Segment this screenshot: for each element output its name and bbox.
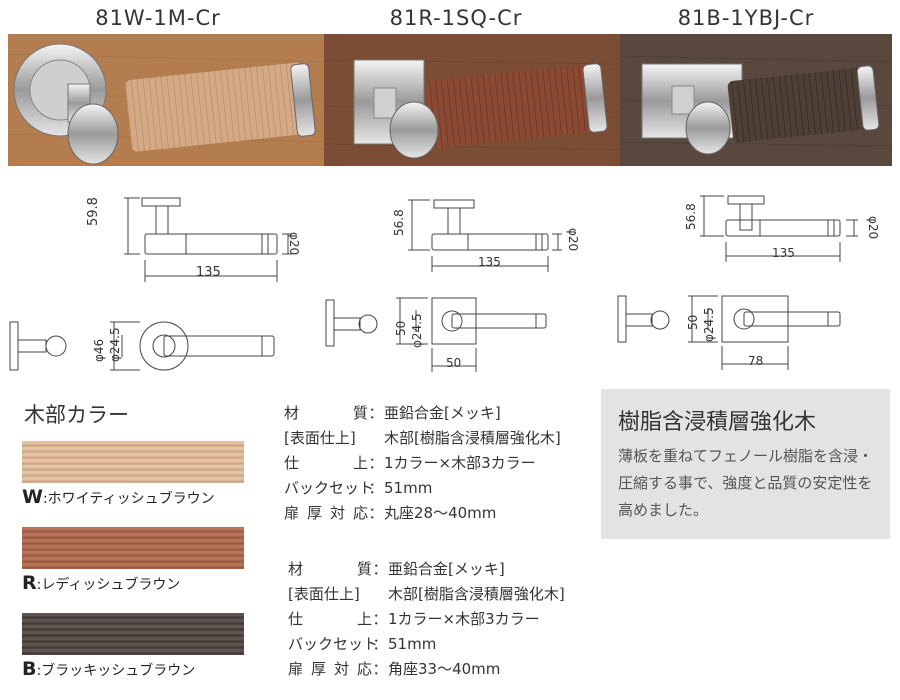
spec1-finish-key: 仕 上 bbox=[284, 454, 368, 472]
swatch-w bbox=[22, 441, 244, 483]
swatch-r bbox=[22, 527, 244, 569]
swatch-b bbox=[22, 613, 244, 655]
dim-1-rose: φ46 bbox=[92, 338, 106, 362]
info-box: 樹脂含浸積層強化木 薄板を重ねてフェノール樹脂を含浸・圧縮する事で、強度と品質の… bbox=[601, 389, 890, 539]
spec2-colon: ： bbox=[372, 560, 388, 578]
spec2-door-key: 扉厚対応 bbox=[288, 660, 372, 678]
dim-1-phi: φ20 bbox=[287, 232, 301, 256]
spec2-material-val: 亜鉛合金[メッキ] bbox=[388, 560, 505, 578]
swatch-r-letter: R bbox=[22, 572, 37, 594]
dim-2-plate-w: 50 bbox=[446, 356, 462, 370]
drawing-2-side bbox=[408, 199, 562, 272]
dim-3-length: 135 bbox=[772, 246, 795, 260]
spec2-colon: ： bbox=[372, 660, 388, 678]
spec1-material-key: 材 質 bbox=[284, 404, 368, 422]
swatch-w-name: :ホワイティッシュブラウン bbox=[42, 491, 215, 507]
spec2-surface-key: [表面仕上] bbox=[288, 585, 360, 603]
spec2-door-val: 角座33～40mm bbox=[388, 660, 501, 678]
spec1-colon: ： bbox=[368, 454, 384, 472]
dim-2-length: 135 bbox=[478, 255, 501, 269]
spec2-backset-key: バックセット bbox=[288, 635, 379, 653]
spec2-material-key: 材 質 bbox=[288, 560, 372, 578]
spec2-colon: ： bbox=[372, 610, 388, 628]
product-photo-3 bbox=[620, 34, 892, 166]
drawing-1-front bbox=[9, 321, 275, 371]
drawing-3-side bbox=[700, 195, 858, 262]
spec1-door-val: 丸座28～40mm bbox=[384, 504, 497, 522]
dim-3-inner: φ24.5 bbox=[702, 307, 716, 342]
dim-3-plate-w: 78 bbox=[748, 354, 764, 368]
spec1-colon: ： bbox=[368, 479, 384, 497]
model-title-3: 81B-1YBJ-Cr bbox=[677, 6, 815, 30]
swatch-w-letter: W bbox=[22, 486, 43, 508]
spec2-backset-val: 51mm bbox=[388, 635, 437, 653]
swatch-b-name: :ブラッキッシュブラウン bbox=[36, 663, 196, 679]
spec1-surface-val: 木部[樹脂含浸積層強化木] bbox=[384, 429, 561, 447]
spec1-finish-val: 1カラー×木部3カラー bbox=[384, 454, 536, 472]
spec1-colon: ： bbox=[368, 404, 384, 422]
spec1-backset-key: バックセット bbox=[284, 479, 375, 497]
spec2-finish-key: 仕 上 bbox=[288, 610, 372, 628]
dim-1-height: 59.8 bbox=[86, 197, 101, 226]
dim-2-phi: φ20 bbox=[566, 228, 580, 252]
drawing-1-side bbox=[124, 197, 292, 282]
model-title-2: 81R-1SQ-Cr bbox=[389, 6, 523, 30]
dim-2-inner: φ24.5 bbox=[410, 313, 424, 348]
spec2-finish-val: 1カラー×木部3カラー bbox=[388, 610, 540, 628]
info-title: 樹脂含浸積層強化木 bbox=[618, 410, 817, 435]
spec2-surface-val: 木部[樹脂含浸積層強化木] bbox=[388, 585, 565, 603]
dim-1-rose-inner: φ24.5 bbox=[108, 327, 122, 362]
spec1-surface-key: [表面仕上] bbox=[284, 429, 356, 447]
dim-2-plate-h: 50 bbox=[394, 320, 408, 336]
drawing-2-front bbox=[325, 297, 547, 372]
spec1-door-key: 扉厚対応 bbox=[284, 504, 368, 522]
spec-block-1: 材 質：亜鉛合金[メッキ] [表面仕上]木部[樹脂含浸積層強化木] 仕 上：1カ… bbox=[284, 401, 561, 526]
product-photo-1 bbox=[8, 34, 324, 166]
dim-1-length: 135 bbox=[196, 265, 221, 280]
product-photo-2 bbox=[324, 34, 620, 166]
dim-3-phi: φ20 bbox=[866, 216, 880, 240]
model-title-1: 81W-1M-Cr bbox=[95, 6, 221, 30]
dim-3-height: 56.8 bbox=[684, 203, 698, 230]
spec2-colon: ： bbox=[372, 635, 388, 653]
spec1-material-val: 亜鉛合金[メッキ] bbox=[384, 404, 501, 422]
swatch-r-label: R:レディッシュブラウン bbox=[22, 572, 180, 594]
dim-3-plate-h: 50 bbox=[686, 314, 700, 330]
wood-color-heading: 木部カラー bbox=[24, 403, 129, 427]
info-text: 薄板を重ねてフェノール樹脂を含浸・圧縮する事で、強度と品質の安定性を高めました。 bbox=[618, 447, 874, 519]
technical-drawings bbox=[0, 180, 900, 380]
swatch-b-letter: B bbox=[22, 658, 37, 680]
drawing-3-front bbox=[617, 295, 841, 370]
spec1-colon: ： bbox=[368, 504, 384, 522]
swatch-w-label: W:ホワイティッシュブラウン bbox=[22, 486, 215, 508]
spec1-backset-val: 51mm bbox=[384, 479, 433, 497]
swatch-r-name: :レディッシュブラウン bbox=[36, 577, 181, 593]
dim-2-height: 56.8 bbox=[392, 209, 406, 236]
spec-block-2: 材 質：亜鉛合金[メッキ] [表面仕上]木部[樹脂含浸積層強化木] 仕 上：1カ… bbox=[288, 557, 565, 682]
swatch-b-label: B:ブラッキッシュブラウン bbox=[22, 658, 195, 680]
